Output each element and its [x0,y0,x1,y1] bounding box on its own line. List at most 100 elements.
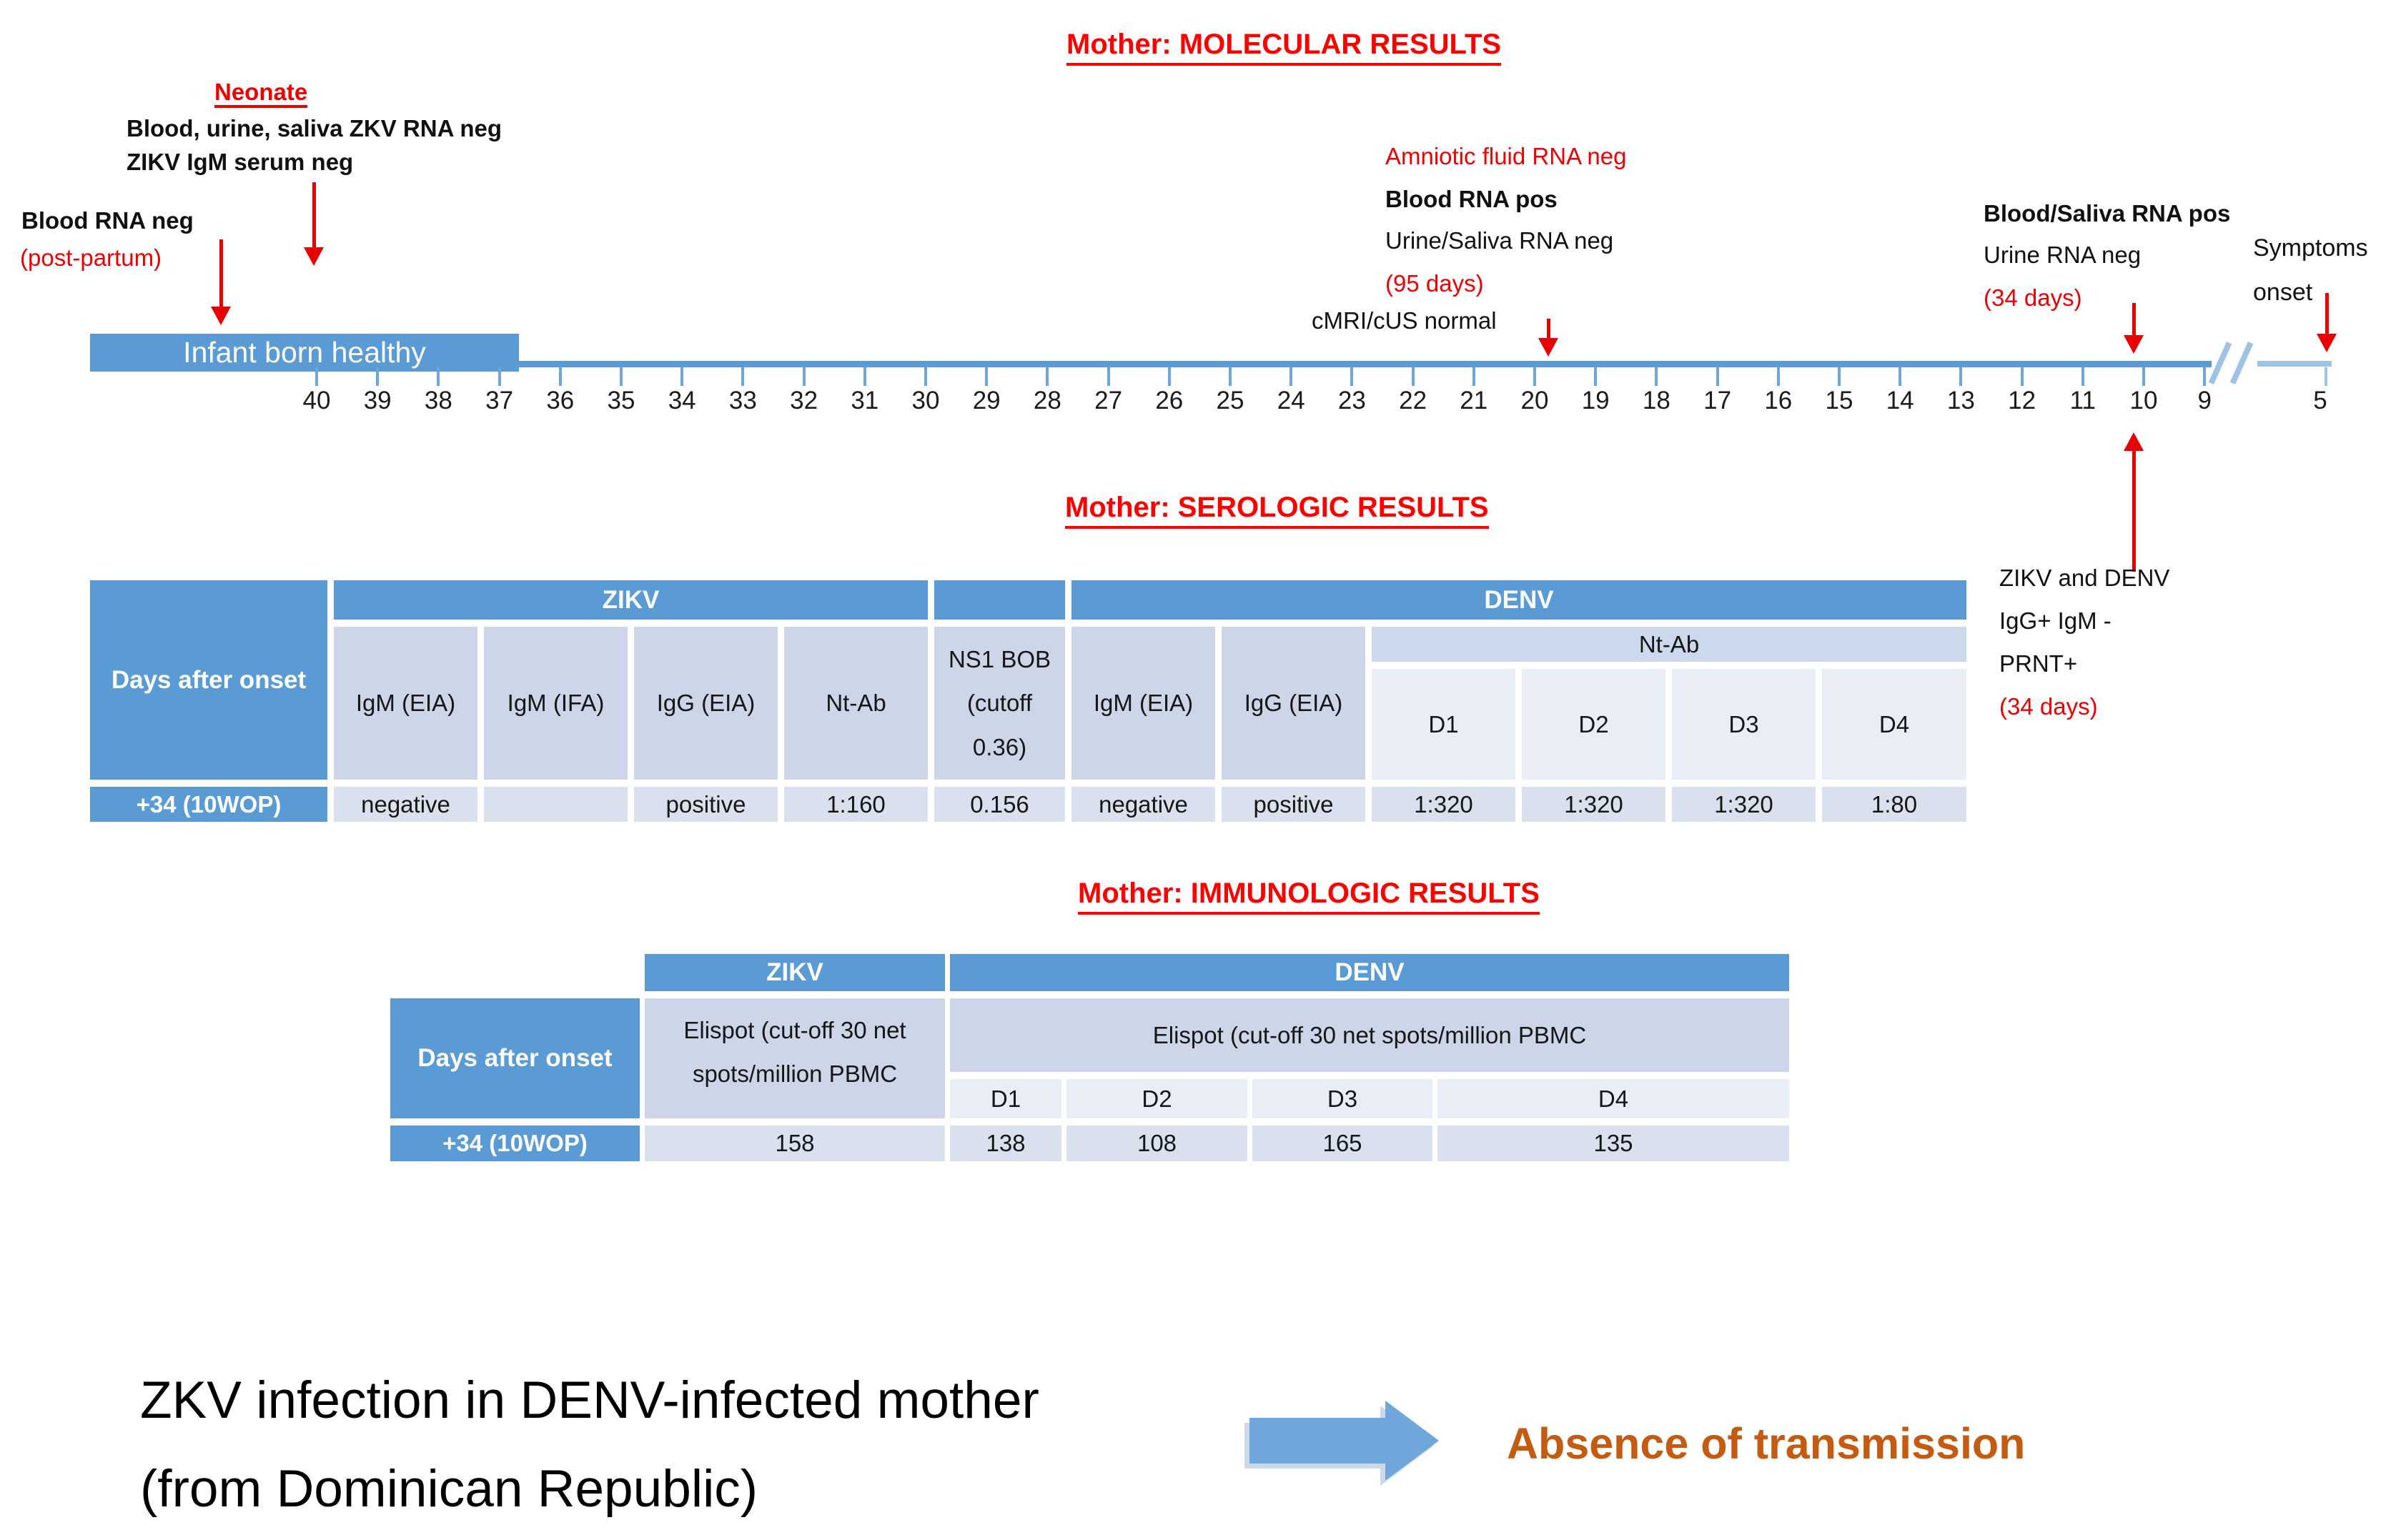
timeline-tick [924,367,927,386]
timeline-week-label: 16 [1764,387,1793,414]
timeline-tick [315,367,318,386]
timeline-week-label: 34 [668,387,696,414]
timeline-tick [1046,367,1049,386]
immunologic-corner-header: Days after onset [390,998,640,1118]
timeline-tick [1533,367,1536,386]
timeline-tick [1289,367,1293,386]
symptoms-label-line1: Symptoms [2253,234,2368,262]
timeline-break-slash [2208,342,2232,384]
postpartum-arrow-down-icon [211,239,231,325]
serologic-zikv-group-header: ZIKV [334,580,928,620]
serologic-value: positive [1222,787,1365,822]
timeline-week-label: 28 [1033,387,1061,414]
timeline-tick [1776,367,1780,386]
immunologic-results-title: Mother: IMMUNOLOGIC RESULTS [1078,878,1540,915]
timeline-tick [558,367,562,386]
timeline-tick [1107,367,1110,386]
immunologic-column-header: D3 [1252,1079,1432,1118]
serology-note-line1: ZIKV and DENV [1999,565,2170,591]
timeline-week-label: 40 [302,387,331,414]
conclusion-text: Absence of transmission [1507,1419,2026,1468]
serology-note-line3: PRNT+ [1999,650,2078,677]
timeline-tick [376,367,380,386]
serologic-column-header: D4 [1822,669,1966,780]
serologic-column-header: NS1 BOB (cutoff 0.36) [934,627,1065,780]
serologic-value [484,787,628,822]
immunologic-table: ZIKV DENV Days after onset Elispot (cut-… [390,954,1789,1161]
footer-caption: ZKV infection in DENV-infected mother (f… [140,1356,1039,1534]
serologic-value: positive [634,787,778,822]
timeline-tick [741,367,745,386]
serology-note-line2: IgG+ IgM - [1999,607,2112,634]
timeline-tick [802,367,806,386]
serologic-ntab-group-header: Nt-Ab [1372,627,1966,662]
amniotic-fluid-label: Amniotic fluid RNA neg [1385,143,1627,169]
immunologic-zikv-assay-header: Elispot (cut-off 30 net spots/million PB… [645,998,945,1118]
serologic-table: Days after onset ZIKV DENV IgM (EIA) IgM… [90,580,1966,822]
days-95-label: (95 days) [1385,270,1484,297]
timeline-week-label: 35 [607,387,635,414]
timeline-tick [1716,367,1719,386]
timeline-week-label: 27 [1094,387,1123,414]
timeline-tick [1350,367,1354,386]
neonate-arrow-down-icon [304,182,324,266]
timeline-tick [437,367,440,386]
urine-saliva-neg-label: Urine/Saliva RNA neg [1385,227,1614,254]
timeline-week-label: 37 [485,387,514,414]
timeline-tick [2325,367,2327,386]
timeline-week-label: 32 [790,387,818,414]
serologic-value: negative [1071,787,1215,822]
serologic-value: 0.156 [934,787,1065,822]
timeline-tick [620,367,623,386]
serologic-value: 1:320 [1672,787,1816,822]
timeline-break-slash [2229,342,2254,384]
timeline-week-label: 23 [1337,387,1366,414]
timeline-tick [497,367,501,386]
serologic-value: 1:320 [1522,787,1665,822]
right-block-arrow-icon [1249,1401,1439,1481]
block-arrow-shaft [1249,1418,1385,1464]
timeline-line-after-break [2257,361,2332,367]
immunologic-column-header: D1 [950,1079,1061,1118]
timeline-week-label: 5 [2313,387,2327,414]
blood-rna-pos-label: Blood RNA pos [1385,186,1558,212]
immunologic-value: 135 [1437,1126,1789,1161]
molecular-results-title: Mother: MOLECULAR RESULTS [1066,29,1502,66]
timeline-week-label: 31 [851,387,879,414]
timeline-week-label: 17 [1703,387,1732,414]
timeline-week-label: 10 [2129,387,2158,414]
serologic-column-header: IgM (IFA) [484,627,628,780]
timeline-tick [1594,367,1598,386]
timeline-week-label: 25 [1216,387,1244,414]
timeline-week-label: 18 [1642,387,1670,414]
neonate-line2: ZIKV IgM serum neg [127,149,354,175]
serologic-row-label: +34 (10WOP) [90,787,327,822]
serologic-column-header: D3 [1672,669,1816,780]
serologic-value: negative [334,787,477,822]
immunologic-value: 165 [1252,1126,1432,1161]
footer-caption-line2: (from Dominican Republic) [140,1460,758,1518]
urine-rna-neg-label: Urine RNA neg [1984,242,2142,268]
serologic-column-header: D2 [1522,669,1665,780]
symptoms-label-line2: onset [2253,279,2313,306]
timeline-week-label: 29 [972,387,1001,414]
timeline-week-label: 21 [1460,387,1488,414]
timeline-week-label: 36 [546,387,575,414]
serologic-column-header: D1 [1372,669,1515,780]
timeline-week-label: 19 [1581,387,1610,414]
serologic-results-title: Mother: SEROLOGIC RESULTS [1065,492,1489,529]
immunologic-zikv-group-header: ZIKV [645,954,945,991]
timeline-week-label: 12 [2008,387,2036,414]
immunologic-value: 108 [1066,1126,1247,1161]
timeline-week-label: 15 [1825,387,1853,414]
immunologic-column-header: D4 [1437,1079,1789,1118]
timeline-tick [680,367,684,386]
serologic-column-header: Nt-Ab [784,627,928,780]
immunologic-row-label: +34 (10WOP) [390,1126,640,1161]
timeline-tick [1229,367,1232,386]
timeline-tick [2081,367,2084,386]
timeline-tick [2203,367,2207,386]
timeline-tick [1959,367,1963,386]
timeline-tick [985,367,989,386]
